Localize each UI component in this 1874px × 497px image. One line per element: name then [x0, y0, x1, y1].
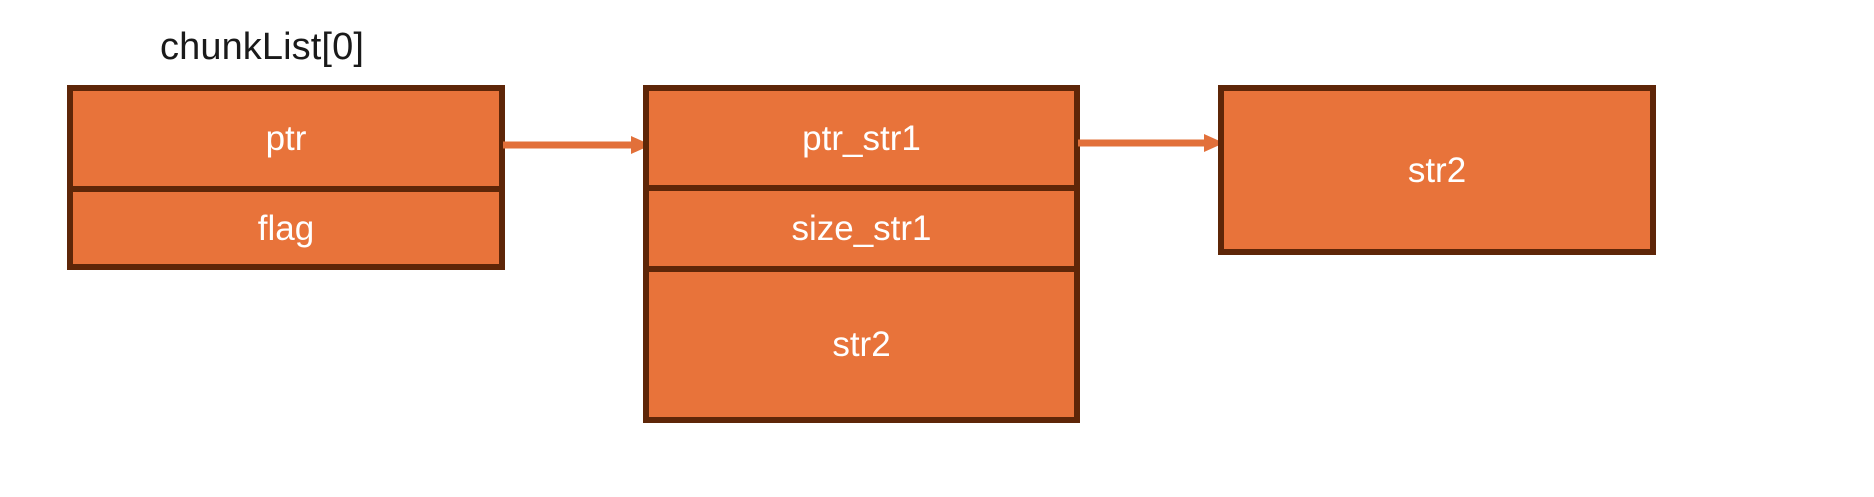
cell-str2-inline: str2 — [649, 266, 1074, 417]
chunk-struct-box: ptr_str1 size_str1 str2 — [643, 85, 1080, 423]
cell-str2-buffer: str2 — [1224, 91, 1650, 249]
chunklist-caption: chunkList[0] — [160, 26, 364, 68]
string-buffer-box: str2 — [1218, 85, 1656, 255]
arrow-ptr-to-chunk — [503, 135, 653, 155]
cell-ptr: ptr — [73, 91, 499, 186]
chunklist-entry-box: ptr flag — [67, 85, 505, 270]
cell-size-str1: size_str1 — [649, 185, 1074, 266]
cell-flag: flag — [73, 186, 499, 264]
cell-ptr-str1: ptr_str1 — [649, 91, 1074, 185]
arrow-ptrstr1-to-buffer — [1078, 133, 1226, 153]
